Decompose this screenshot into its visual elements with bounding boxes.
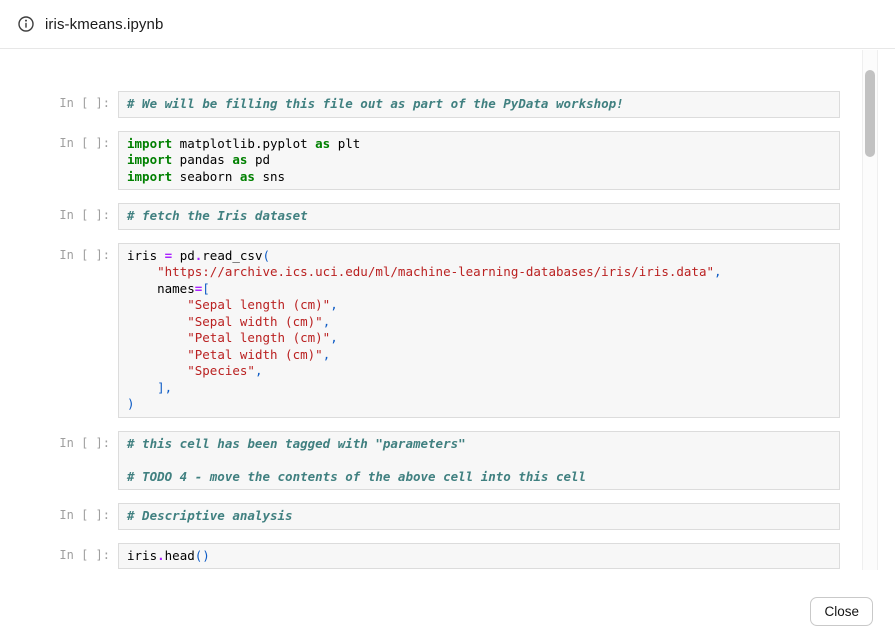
cell-input-prompt: In [ ]:	[59, 508, 110, 522]
cell-code: # Descriptive analysis	[118, 503, 840, 530]
notebook-cell: In [ ]: # Descriptive analysis	[55, 503, 840, 530]
code-line: iris.head()	[127, 547, 210, 563]
code-line: # Descriptive analysis	[127, 508, 293, 523]
cell-input-prompt: In [ ]:	[59, 135, 110, 150]
info-icon	[18, 16, 34, 32]
code-line: # We will be filling this file out as pa…	[127, 96, 624, 111]
code-line: import seaborn as sns	[127, 168, 286, 184]
scrollbar-track	[862, 50, 878, 570]
cell-code: # fetch the Iris dataset	[118, 203, 840, 230]
cell-input-prompt: In [ ]:	[59, 547, 110, 562]
close-button[interactable]: Close	[810, 597, 873, 626]
cell-code: iris.head()	[118, 542, 840, 569]
cell-input-prompt: In [ ]:	[59, 96, 110, 110]
cell-code: # this cell has been tagged with "parame…	[118, 430, 840, 490]
notebook-cell: In [ ]: # fetch the Iris dataset	[55, 203, 840, 230]
code-line: "Sepal length (cm)",	[187, 297, 338, 312]
code-line: # fetch the Iris dataset	[127, 208, 308, 223]
code-line: names=[	[127, 280, 210, 296]
notebook-cell: In [ ]: # We will be filling this file ou…	[55, 91, 840, 118]
code-line: "Petal length (cm)",	[187, 330, 338, 345]
cell-input-prompt: In [ ]:	[59, 208, 110, 222]
notebook-cells: In [ ]: # We will be filling this file ou…	[0, 50, 895, 569]
code-line: # this cell has been tagged with "parame…	[127, 435, 466, 451]
cell-input-prompt: In [ ]:	[59, 435, 110, 450]
code-line: ],	[157, 379, 173, 395]
code-line: )	[127, 396, 135, 411]
cell-code: iris = pd.read_csv( "https://archive.ics…	[118, 242, 840, 418]
code-line	[127, 452, 831, 469]
cell-code: # We will be filling this file out as pa…	[118, 91, 840, 118]
code-line: "Sepal width (cm)",	[187, 313, 331, 329]
notebook-cell: In [ ]: iris = pd.read_csv( "https://arch…	[55, 242, 840, 418]
code-line: "Species",	[187, 363, 263, 378]
scrollbar-thumb[interactable]	[865, 70, 875, 157]
dialog-title: iris-kmeans.ipynb	[45, 15, 164, 33]
code-line: import pandas as pd	[127, 152, 271, 167]
code-line: "Petal width (cm)",	[187, 346, 331, 362]
cell-input-prompt: In [ ]:	[59, 247, 110, 262]
notebook-scroll-area[interactable]: In [ ]: # We will be filling this file ou…	[0, 50, 895, 570]
notebook-cell: In [ ]: iris.head()	[55, 542, 840, 569]
code-line: import matplotlib.pyplot as plt	[127, 135, 361, 151]
dialog-header: iris-kmeans.ipynb	[0, 0, 895, 49]
code-line: # TODO 4 - move the contents of the abov…	[127, 468, 587, 484]
code-line: "https://archive.ics.uci.edu/ml/machine-…	[157, 264, 722, 279]
notebook-cell: In [ ]: # this cell has been tagged with …	[55, 430, 840, 490]
code-line: iris = pd.read_csv(	[127, 247, 271, 263]
